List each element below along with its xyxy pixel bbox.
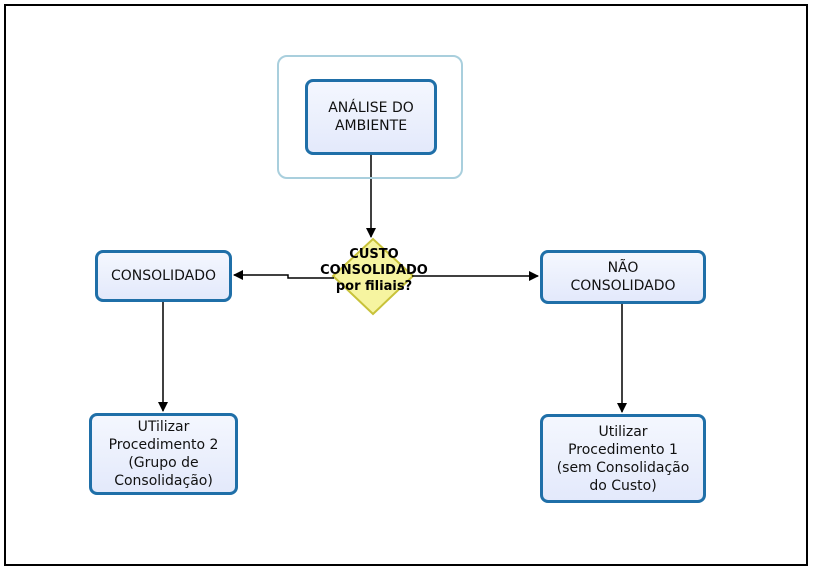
- analysis-group-container: [277, 55, 463, 179]
- node-consolidated[interactable]: CONSOLIDADO: [95, 250, 232, 302]
- node-procedure-1[interactable]: Utilizar Procedimento 1 (sem Consolidaçã…: [540, 414, 706, 503]
- node-not-consolidated[interactable]: NÃO CONSOLIDADO: [540, 250, 706, 304]
- decision-label[interactable]: CUSTO CONSOLIDADO por filiais?: [320, 247, 428, 294]
- arrow-to-consolidated: [233, 270, 334, 280]
- decision-diamond: [331, 237, 415, 316]
- node-analysis[interactable]: ANÁLISE DO AMBIENTE: [305, 79, 437, 155]
- node-procedure-2[interactable]: UTilizar Procedimento 2 (Grupo de Consol…: [89, 413, 238, 495]
